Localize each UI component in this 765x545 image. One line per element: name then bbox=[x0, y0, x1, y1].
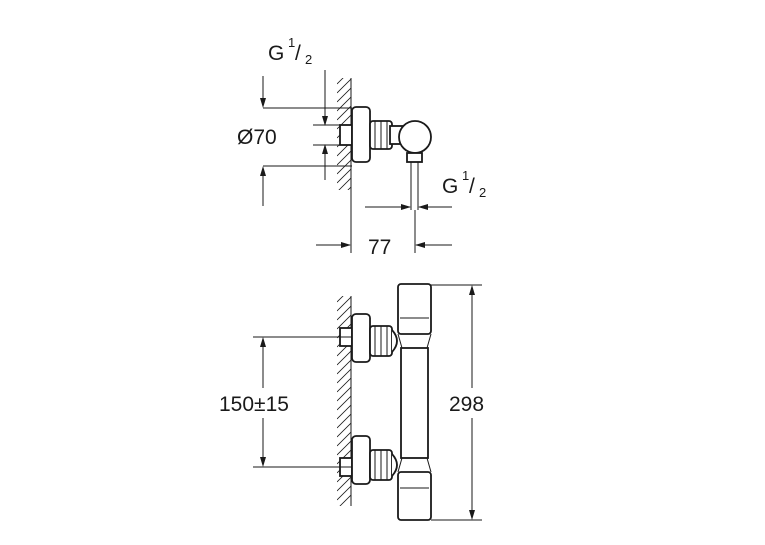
centers-dimension bbox=[253, 336, 352, 468]
outlet-thread-denominator: 2 bbox=[479, 185, 486, 200]
inlet-thread-dimension bbox=[263, 70, 352, 180]
mixer-body-front bbox=[397, 283, 432, 521]
projection-label: 77 bbox=[368, 236, 391, 259]
upper-s-union bbox=[339, 313, 398, 363]
outlet-thread-label: G bbox=[442, 175, 458, 198]
height-label: 298 bbox=[449, 393, 484, 416]
height-dimension bbox=[431, 284, 482, 521]
inlet-thread-numerator: 1 bbox=[288, 35, 295, 50]
inlet-thread-label: G bbox=[268, 42, 284, 65]
outlet-thread-slash: / bbox=[469, 175, 475, 198]
outlet-thread-numerator: 1 bbox=[462, 168, 469, 183]
mixer-body-top bbox=[389, 120, 432, 210]
outlet-thread-dimension bbox=[365, 204, 452, 210]
lower-s-union bbox=[339, 435, 398, 485]
centers-label: 150±15 bbox=[219, 393, 289, 416]
diameter-label: Ø70 bbox=[237, 126, 277, 149]
diameter-dimension bbox=[260, 76, 352, 206]
inlet-thread-slash: / bbox=[295, 42, 301, 65]
projection-dimension bbox=[316, 190, 452, 253]
inlet-thread-denominator: 2 bbox=[305, 52, 312, 67]
front-view: 150±15 298 bbox=[219, 283, 484, 521]
top-view: G 1 / 2 Ø70 G 1 / 2 bbox=[237, 35, 486, 259]
